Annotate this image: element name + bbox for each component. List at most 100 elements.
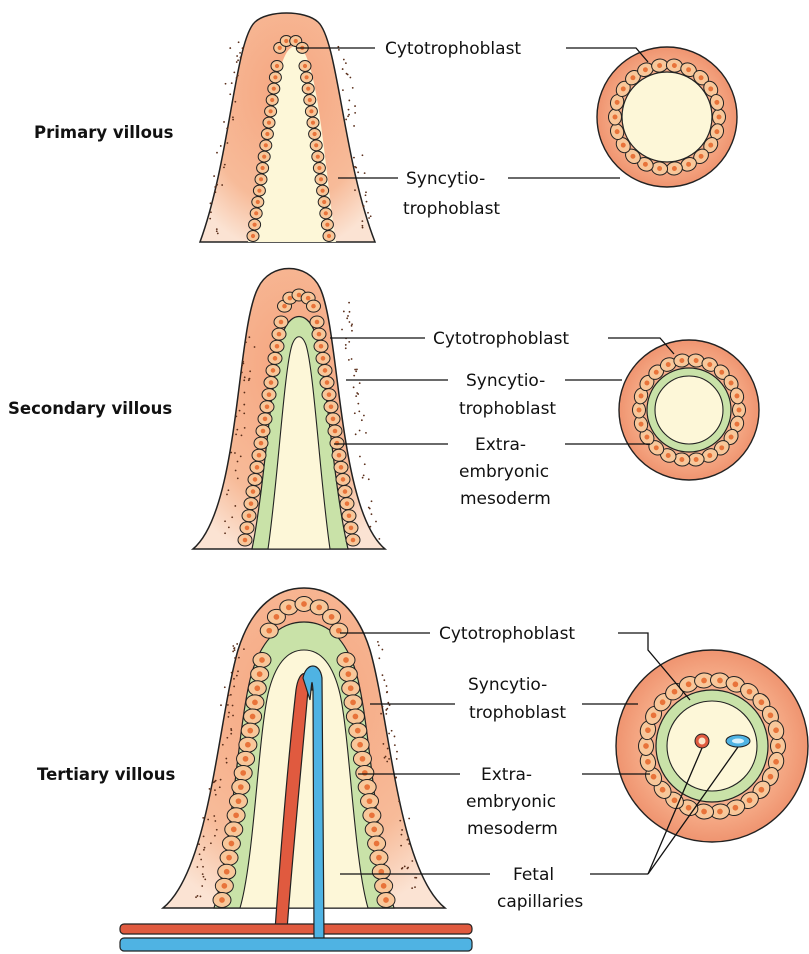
cytotrophoblast-cell — [372, 864, 390, 879]
tertiary-label-cytotrophoblast: Cytotrophoblast — [439, 624, 575, 644]
cytotrophoblast-cell — [346, 709, 364, 724]
cytotrophoblast-cell — [225, 822, 243, 837]
cytotrophoblast-cell — [363, 808, 381, 823]
primary-title: Primary villous — [34, 123, 174, 142]
cytotrophoblast-cell — [302, 83, 314, 94]
cytotrophoblast-cell — [349, 723, 367, 738]
cytotrophoblast-cell — [248, 473, 262, 485]
secondary-label-mesoderm: mesoderm — [460, 489, 551, 509]
tertiary-label-trophoblast: trophoblast — [469, 703, 566, 723]
cytotrophoblast-cell — [336, 473, 350, 485]
cytotrophoblast-cell — [353, 751, 371, 766]
cytotrophoblast-cell — [339, 667, 357, 682]
cytotrophoblast-cell — [242, 510, 256, 522]
cytotrophoblast-cell — [237, 751, 255, 766]
secondary-title: Secondary villous — [8, 399, 172, 418]
cytotrophoblast-cell — [337, 653, 355, 668]
cytotrophoblast-cell — [218, 864, 236, 879]
cytotrophoblast-cell — [344, 695, 362, 710]
cytotrophoblast-cell — [253, 185, 265, 196]
cytotrophoblast-cell — [318, 364, 332, 376]
cytotrophoblast-cell — [307, 117, 319, 128]
primary-villous-group: Primary villous Cytotrophoblast Syncytio… — [34, 13, 737, 242]
cytotrophoblast-cell — [310, 316, 324, 328]
cytotrophoblast-cell — [358, 780, 376, 795]
cytotrophoblast-cell — [310, 140, 322, 151]
cytotrophoblast-cell — [252, 197, 264, 208]
cytotrophoblast-cell — [256, 425, 270, 437]
cytotrophoblast-cell — [246, 486, 260, 498]
cytotrophoblast-cell — [227, 808, 245, 823]
secondary-label-trophoblast: trophoblast — [459, 399, 556, 419]
cytotrophoblast-cell — [252, 449, 266, 461]
secondary-label-extra: Extra- — [475, 435, 526, 455]
cytotrophoblast-cell — [232, 780, 250, 795]
cytotrophoblast-cell — [312, 151, 324, 162]
cytotrophoblast-cell — [342, 681, 360, 696]
primary-label-trophoblast: trophoblast — [403, 199, 500, 219]
cytotrophoblast-cell — [330, 437, 344, 449]
cytotrophoblast-cell — [301, 72, 313, 83]
cytotrophoblast-cell — [271, 61, 283, 72]
cytotrophoblast-cell — [315, 174, 327, 185]
cytotrophoblast-cell — [258, 413, 272, 425]
cytotrophoblast-cell — [222, 836, 240, 851]
cytotrophoblast-cell — [323, 609, 341, 624]
cytotrophoblast-cell — [250, 208, 262, 219]
cytotrophoblast-cell — [246, 695, 264, 710]
cytotrophoblast-cell — [241, 723, 259, 738]
tertiary-label-syncytio: Syncytio- — [468, 675, 547, 695]
cytotrophoblast-cell — [323, 231, 335, 242]
tertiary-villous-group: Tertiary villous Cytotrophoblast Syncyti… — [37, 588, 808, 951]
cytotrophoblast-cell — [260, 140, 272, 151]
secondary-label-embryonic: embryonic — [459, 462, 549, 482]
cytotrophoblast-cell — [268, 352, 282, 364]
tertiary-label-extra: Extra- — [481, 765, 532, 785]
cytotrophoblast-cell — [375, 878, 393, 893]
cytotrophoblast-cell — [342, 510, 356, 522]
cytotrophoblast-cell — [215, 878, 233, 893]
cytotrophoblast-cell — [351, 737, 369, 752]
cytotrophoblast-cell — [264, 377, 278, 389]
cytotrophoblast-cell — [320, 208, 332, 219]
tertiary-title: Tertiary villous — [37, 765, 176, 784]
cytotrophoblast-cell — [249, 219, 261, 230]
cytotrophoblast-cell — [346, 534, 360, 546]
cytotrophoblast-cell — [321, 219, 333, 230]
cytotrophoblast-cell — [265, 106, 277, 117]
cytotrophoblast-cell — [338, 486, 352, 498]
cytotrophoblast-cell — [340, 498, 354, 510]
cytotrophoblast-cell — [254, 437, 268, 449]
cytotrophoblast-cell — [240, 522, 254, 534]
cytotrophoblast-cell — [328, 425, 342, 437]
cytotrophoblast-cell — [322, 389, 336, 401]
primary-villus-cross-section — [597, 47, 737, 187]
cytotrophoblast-cell — [334, 461, 348, 473]
cytotrophoblast-cell — [332, 449, 346, 461]
cytotrophoblast-cell — [269, 72, 281, 83]
cytotrophoblast-cell — [270, 340, 284, 352]
cytotrophoblast-cell — [266, 95, 278, 106]
cytotrophoblast-cell — [377, 893, 395, 908]
cytotrophoblast-cell — [238, 534, 252, 546]
cytotrophoblast-cell — [313, 163, 325, 174]
secondary-villus-longitudinal — [193, 269, 385, 550]
cytotrophoblast-cell — [251, 667, 269, 682]
cytotrophoblast-cell — [306, 300, 320, 312]
cytotrophoblast-cell — [229, 794, 247, 809]
cytotrophoblast-cell — [344, 522, 358, 534]
fetal-vein-vessel — [120, 938, 472, 951]
cytotrophoblast-cell — [733, 402, 746, 418]
cytotrophoblast-cell — [263, 117, 275, 128]
cytotrophoblast-cell — [309, 129, 321, 140]
cytotrophoblast-cell — [361, 794, 379, 809]
cytotrophoblast-cell — [356, 765, 374, 780]
cytotrophoblast-cell — [318, 197, 330, 208]
primary-label-syncytio: Syncytio- — [406, 169, 485, 189]
cytotrophoblast-cell — [247, 231, 259, 242]
tertiary-label-fetal: Fetal — [513, 865, 554, 885]
cytotrophoblast-cell — [262, 389, 276, 401]
cytotrophoblast-cell — [326, 413, 340, 425]
cytotrophoblast-cell — [255, 174, 267, 185]
cytotrophoblast-cell — [260, 401, 274, 413]
